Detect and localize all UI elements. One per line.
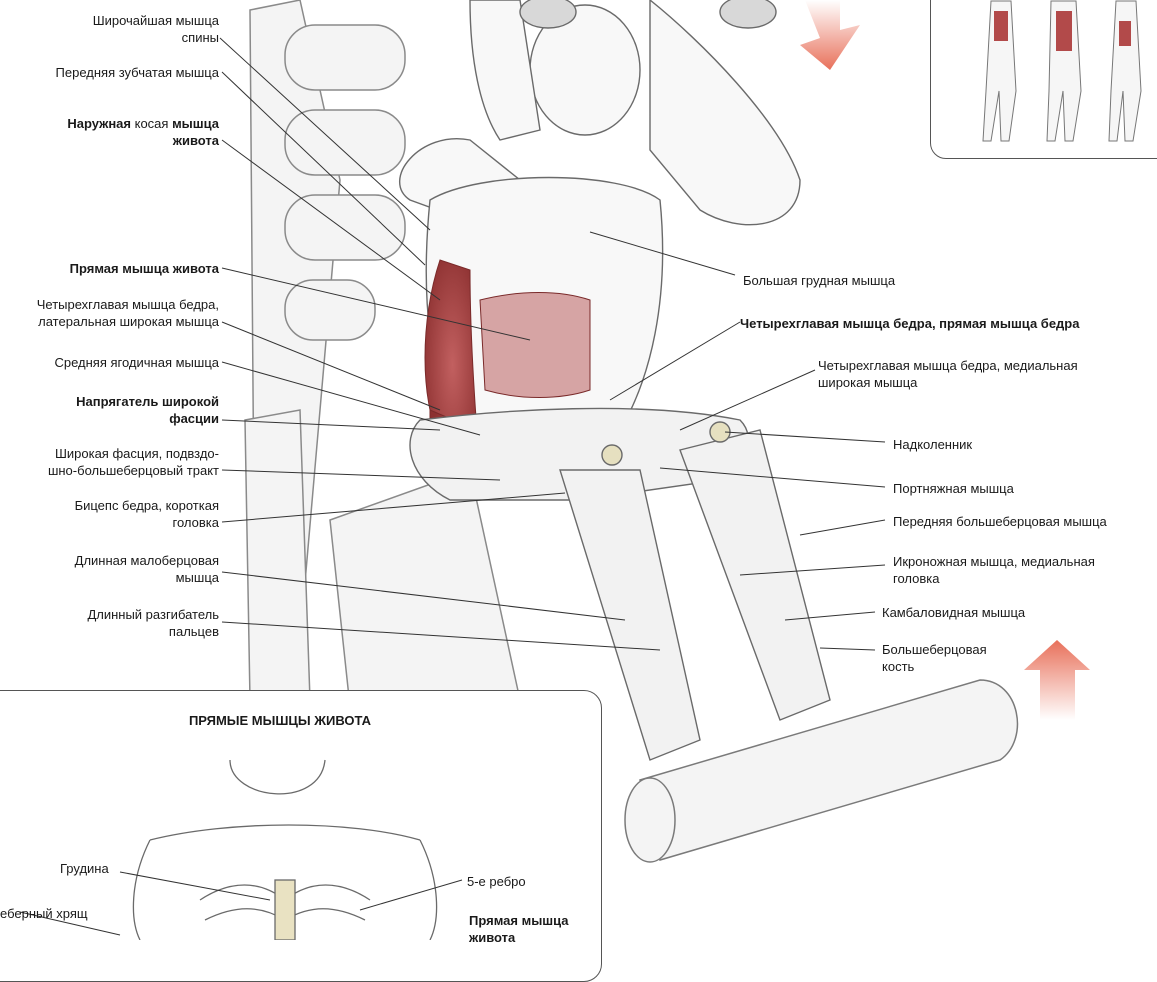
label-fifth-rib: 5-е ребро bbox=[467, 873, 526, 890]
inset-drawing bbox=[0, 0, 1157, 940]
label-costal-cartilage: еберный хрящ bbox=[0, 905, 88, 922]
label-sternum: Грудина bbox=[60, 860, 109, 877]
label-inset-rectus: Прямая мышца живота bbox=[469, 912, 569, 946]
